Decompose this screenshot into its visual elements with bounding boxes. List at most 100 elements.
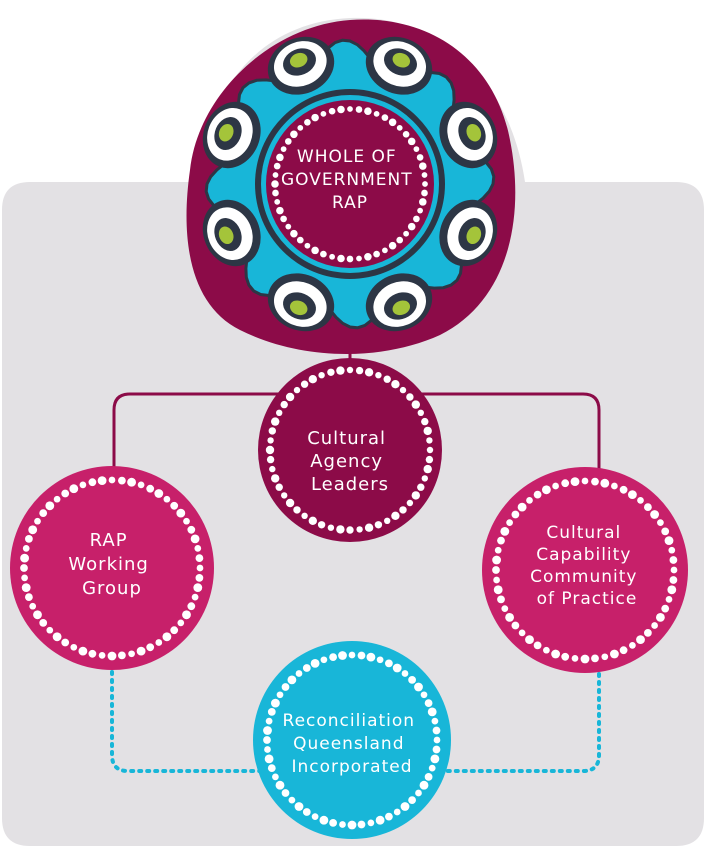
ring-dot: [118, 651, 126, 660]
ring-dot: [401, 670, 409, 677]
whole-of-government-line-2: GOVERNMENT: [281, 170, 413, 190]
node-cultural-capability: Cultural Capability Community of Practic…: [482, 467, 688, 673]
ring-dot: [376, 656, 384, 664]
ring-dot: [327, 368, 335, 376]
emblem-petal: [466, 123, 482, 142]
ring-dot: [525, 635, 534, 645]
node-cultural-agency-leaders-disc: [258, 358, 442, 542]
ring-dot: [650, 510, 660, 519]
ring-dot: [373, 111, 380, 117]
ring-dot: [187, 602, 196, 611]
ring-dot: [28, 525, 38, 535]
ring-dot: [264, 746, 271, 753]
ring-dot: [21, 574, 28, 582]
ring-dot: [382, 247, 388, 254]
ring-dot: [551, 649, 561, 659]
ring-dot: [432, 726, 441, 735]
node-cultural-capability-label: Cultural Capability Community of Practic…: [530, 523, 644, 609]
rap-working-group-line-3: Group: [82, 578, 142, 599]
node-cultural-capability-dot-ring: [492, 477, 678, 664]
ring-dot: [196, 564, 204, 572]
ring-dot: [195, 554, 204, 562]
ring-dot: [357, 651, 366, 660]
ring-dot: [570, 477, 580, 487]
ring-dot: [183, 517, 190, 525]
ring-dot: [320, 111, 327, 117]
ring-dot: [267, 708, 276, 716]
ring-dot: [271, 417, 280, 426]
ring-dot: [644, 503, 652, 511]
ring-dot: [384, 517, 391, 524]
ring-dot: [274, 199, 281, 205]
ring-dot: [426, 437, 433, 444]
ring-dot: [651, 622, 658, 629]
ring-dot: [338, 651, 347, 660]
ring-dot: [655, 612, 665, 622]
ring-dot: [271, 474, 280, 483]
ring-dot: [381, 114, 389, 121]
connector-leaders-to-capability: [350, 392, 601, 478]
ring-dot: [367, 819, 375, 827]
ring-dot: [423, 464, 432, 474]
ring-dot: [424, 699, 433, 707]
ring-dot: [667, 585, 677, 595]
ring-dot: [580, 654, 590, 664]
ring-dot: [285, 392, 295, 402]
node-rap-working-group-dot-ring: [20, 476, 204, 661]
ring-dot: [422, 181, 428, 187]
ring-dot: [665, 596, 673, 603]
ring-dot: [420, 691, 428, 699]
ring-dot: [273, 162, 281, 170]
ring-dot: [669, 556, 678, 564]
ring-dot: [329, 253, 335, 260]
ring-dot: [301, 512, 308, 519]
ring-dot: [276, 206, 284, 215]
ring-dot: [497, 536, 505, 545]
node-rap-working-group-label: RAP Working Group: [68, 530, 155, 599]
ring-dot: [265, 445, 275, 455]
ring-dot: [79, 481, 87, 489]
ring-dot: [533, 490, 542, 499]
ring-dot: [355, 106, 363, 113]
ring-dot: [275, 780, 285, 790]
whole-of-government-line-1: WHOLE OF: [297, 147, 397, 167]
ring-dot: [154, 489, 164, 498]
node-cultural-agency-leaders-dot-ring: [265, 366, 434, 534]
ring-dot: [561, 652, 570, 661]
ring-dot: [364, 107, 372, 115]
ring-dot: [417, 483, 425, 491]
ring-dot: [364, 523, 374, 532]
ring-dot: [355, 366, 364, 375]
ring-dot: [541, 485, 551, 495]
ring-dot: [267, 764, 276, 772]
ring-dot: [281, 683, 290, 691]
ring-dot: [619, 646, 628, 655]
emblem-petal: [289, 300, 308, 316]
ring-dot: [601, 653, 609, 661]
ring-dot: [176, 508, 186, 518]
ring-dot: [195, 574, 204, 582]
ring-dot: [357, 820, 366, 829]
ring-dot: [432, 745, 441, 754]
node-whole-of-government-label: WHOLE OF GOVERNMENT RAP: [281, 147, 419, 213]
ring-dot: [600, 478, 610, 488]
ring-dot: [308, 375, 317, 384]
ring-dot: [52, 632, 62, 642]
ring-dot: [413, 215, 420, 223]
ring-dot: [33, 610, 42, 620]
ring-dot: [108, 476, 116, 484]
ring-dot: [494, 546, 502, 554]
node-rap-working-group-disc: [10, 466, 214, 670]
emblem-petal: [218, 123, 234, 142]
ring-dot: [421, 189, 428, 197]
ring-dot: [408, 676, 416, 684]
ring-dot: [413, 146, 420, 152]
ring-dot: [118, 476, 126, 485]
ring-dot: [177, 619, 185, 627]
ring-dot: [517, 502, 527, 512]
ring-dot: [346, 526, 354, 534]
ring-dot: [424, 773, 433, 781]
ring-dot: [310, 658, 320, 668]
ring-dot: [320, 656, 328, 664]
ring-dot: [98, 652, 106, 659]
